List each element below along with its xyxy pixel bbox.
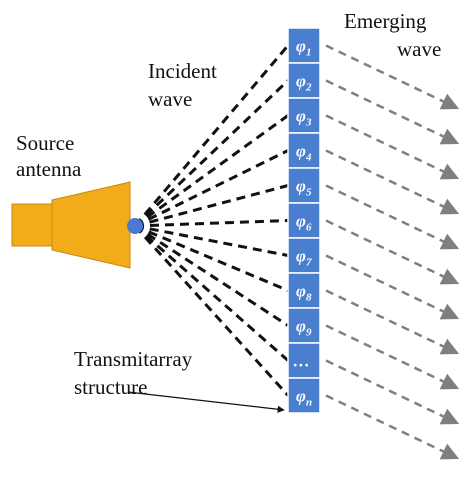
incident-ray: [134, 184, 289, 228]
phase-cell: φ3: [287, 97, 321, 134]
incident-ray: [134, 219, 289, 228]
emerging-ray: [325, 114, 460, 180]
phase-cell-box: [287, 202, 321, 239]
phase-cell-box: [287, 27, 321, 64]
incident-ray: [134, 224, 289, 362]
phase-cell-box: [287, 132, 321, 169]
phase-cell: φ2: [287, 62, 321, 99]
horn-flare: [51, 181, 131, 269]
phase-cell: …: [287, 342, 321, 379]
incident-rays: [133, 44, 290, 397]
incident-wave-label: wave: [148, 87, 192, 111]
phase-cell-box: [287, 167, 321, 204]
horn-antenna: [11, 181, 131, 269]
phase-cell: φ5: [287, 167, 321, 204]
incident-ray: [134, 224, 289, 292]
phase-cell: φn: [287, 377, 321, 414]
incident-ray: [134, 149, 289, 228]
incident-ray: [133, 44, 290, 227]
phase-center: [127, 218, 143, 234]
incident-label: Incident: [148, 59, 217, 83]
phase-cell-box: [287, 377, 321, 414]
phase-cell: φ7: [287, 237, 321, 274]
phase-cell-box: [287, 307, 321, 344]
emerging-label: Emerging: [344, 9, 427, 33]
emerging-ray: [325, 44, 460, 110]
emerging-ray: [325, 184, 460, 250]
emerging-wave-label: wave: [397, 37, 441, 61]
phase-cell-label: …: [293, 352, 310, 371]
incident-ray: [133, 79, 290, 228]
structure-label: structure: [74, 375, 147, 399]
horn-waveguide: [11, 203, 53, 247]
emerging-ray: [325, 359, 460, 425]
phase-cell: φ1: [287, 27, 321, 64]
phase-cell: φ9: [287, 307, 321, 344]
phase-cell-box: [287, 62, 321, 99]
emerging-rays: [325, 44, 460, 460]
pointer-arrow: [127, 391, 285, 413]
emerging-ray: [325, 79, 460, 145]
phase-cell: φ8: [287, 272, 321, 309]
incident-ray: [134, 224, 289, 257]
phase-cell: φ6: [287, 202, 321, 239]
emerging-ray: [325, 289, 460, 355]
incident-ray: [134, 224, 289, 327]
transmitarray-label: Transmitarray: [74, 347, 193, 371]
emerging-ray: [325, 219, 460, 285]
incident-ray: [134, 114, 289, 228]
phase-cell-box: [287, 237, 321, 274]
antenna-label: antenna: [16, 157, 82, 181]
emerging-ray: [325, 324, 460, 390]
phase-cell-box: [287, 342, 321, 379]
phase-cell-box: [287, 272, 321, 309]
emerging-ray: [325, 254, 460, 320]
emerging-ray: [325, 394, 460, 460]
emerging-ray: [325, 149, 460, 215]
incident-ray: [133, 224, 290, 397]
phase-cell: φ4: [287, 132, 321, 169]
phase-cell-box: [287, 97, 321, 134]
source-label: Source: [16, 131, 74, 155]
